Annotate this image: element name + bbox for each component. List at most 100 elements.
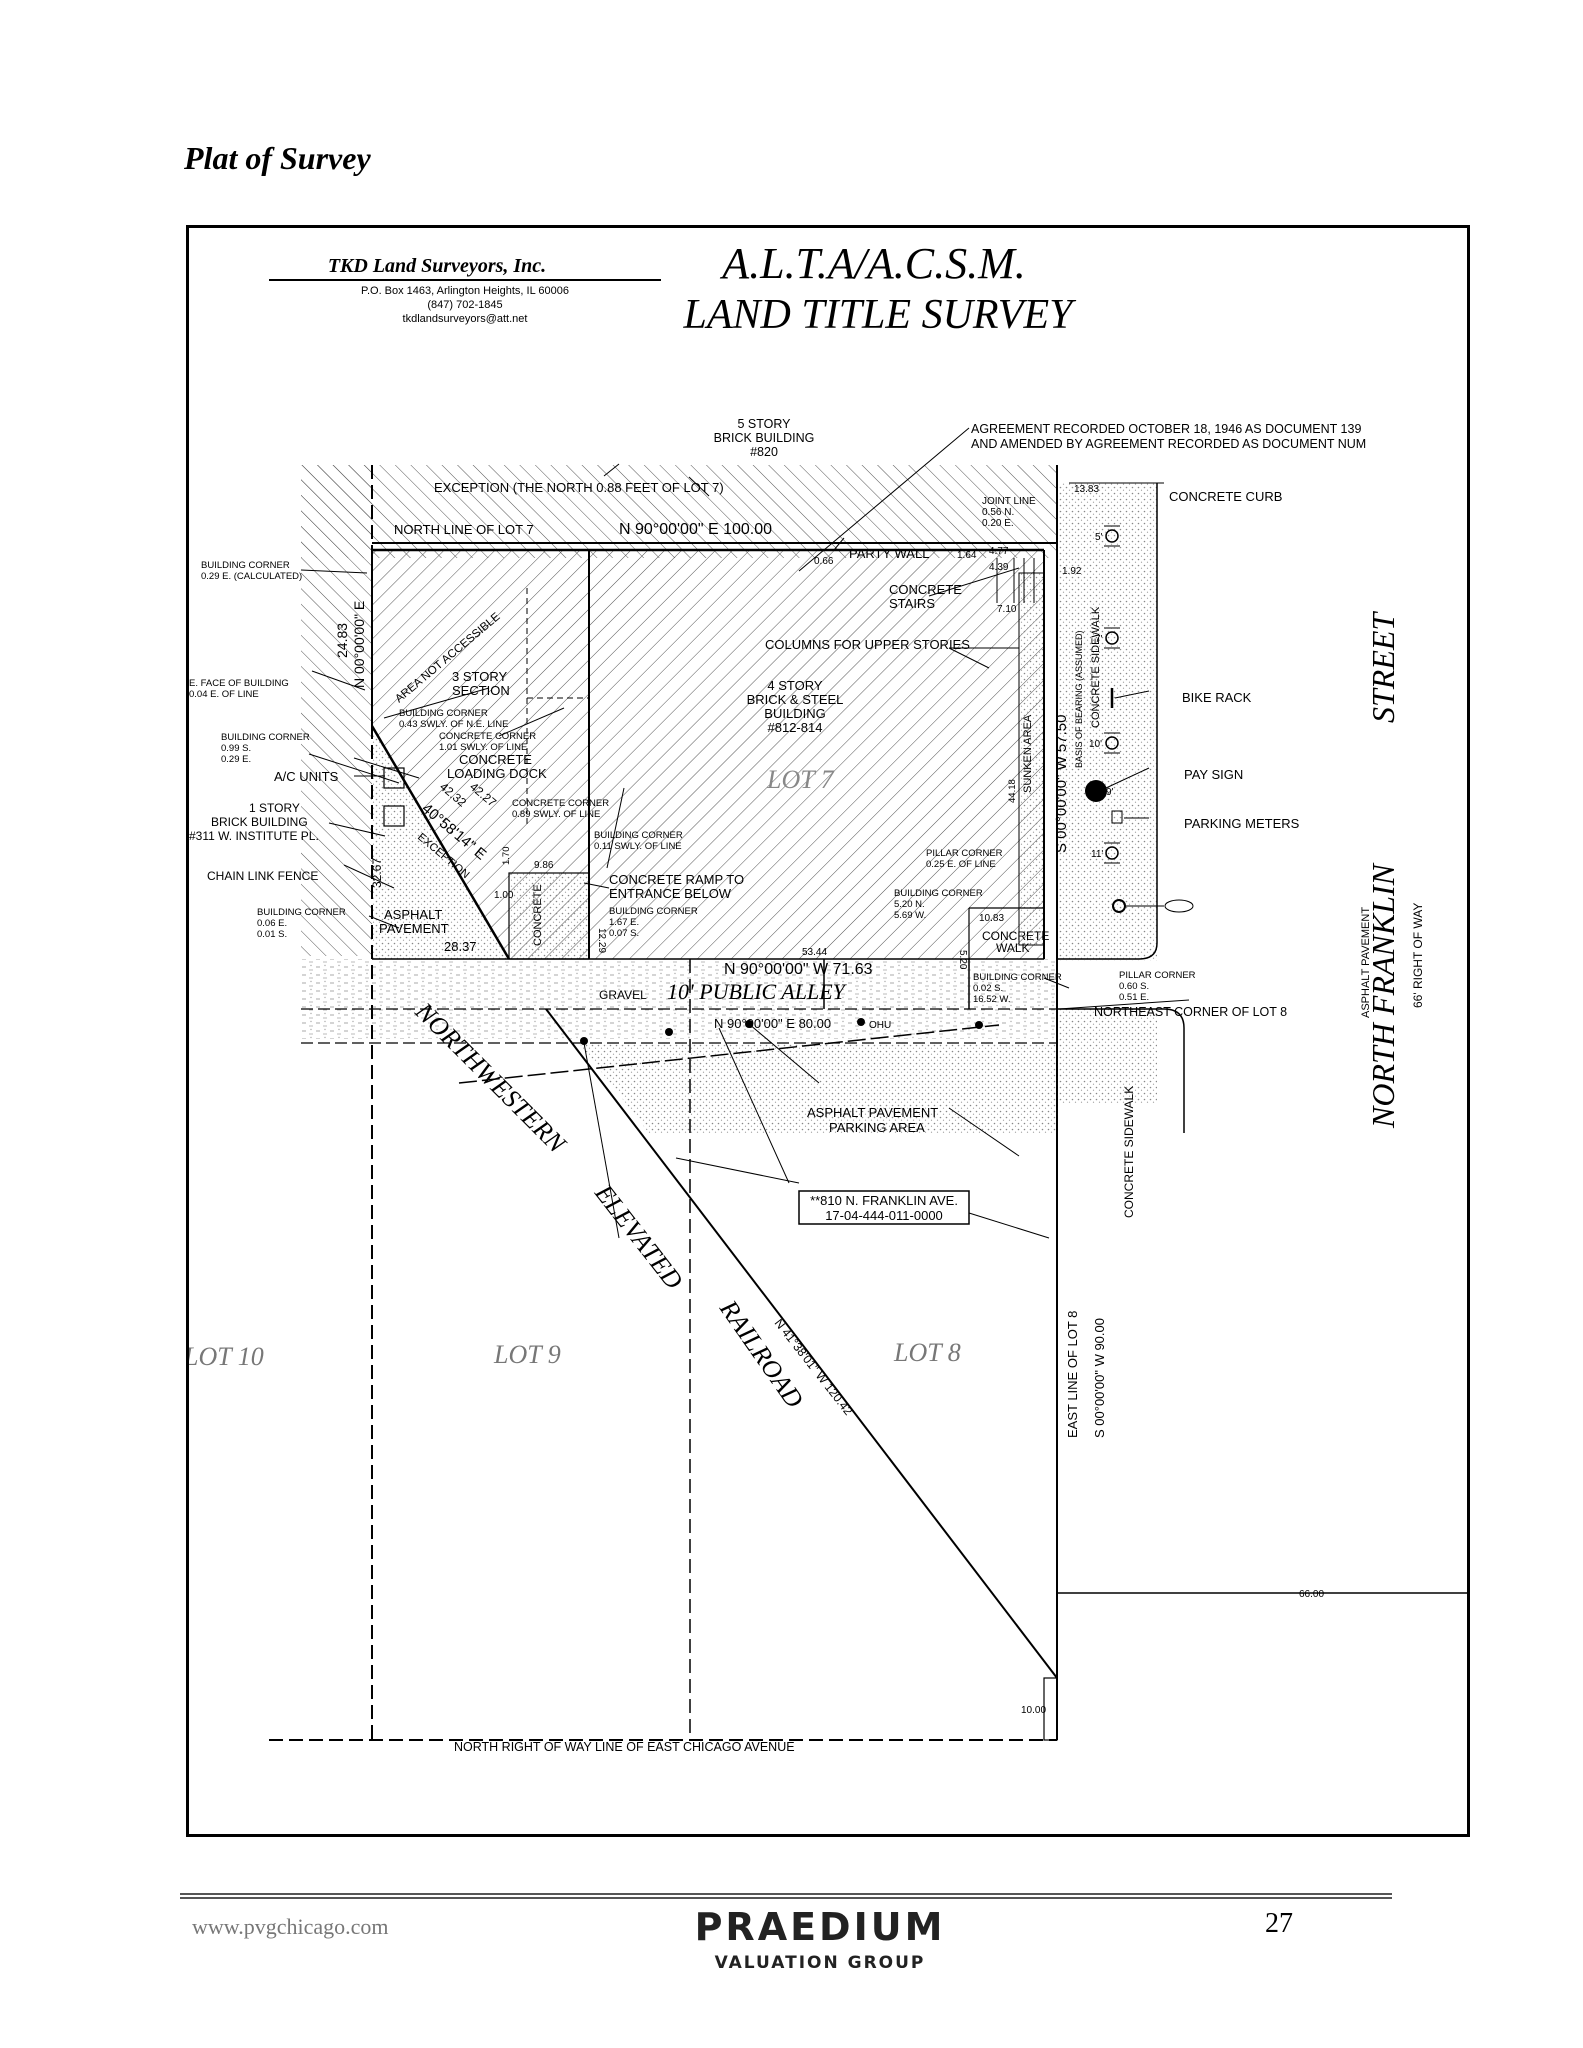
label-ac-units: A/C UNITS: [274, 769, 339, 784]
label-meter-11: 11': [1091, 849, 1103, 860]
label-bc-nw-1: BUILDING CORNER: [201, 560, 290, 571]
label-concrete-curb: CONCRETE CURB: [1169, 489, 1282, 504]
label-bc-043-2: 0.43 SWLY. OF N.E. LINE: [399, 719, 508, 730]
label-agreement-2: AND AMENDED BY AGREEMENT RECORDED AS DOC…: [971, 437, 1366, 451]
label-joint-line-3: 0.20 E.: [982, 518, 1014, 529]
concrete-ramp: [508, 872, 590, 960]
label-pillar-025-1: PILLAR CORNER: [926, 848, 1003, 859]
label-bearing-east: S 00°00'00" W 57.50: [1053, 715, 1070, 853]
label-dim-520: 5.20: [957, 950, 968, 970]
label-bearing-lot8: S 00°00'00" W 90.00: [1092, 1318, 1107, 1438]
label-one-story-3: #311 W. INSTITUTE PL.: [189, 829, 319, 843]
label-bc-520-3: 5.69 W.: [894, 910, 926, 921]
lot-lines: [269, 465, 1467, 1741]
label-bearing-alley: N 90°00'00" E 80.00: [714, 1016, 831, 1031]
label-bc-006-1: BUILDING CORNER: [257, 907, 346, 918]
survey-drawing-frame: TKD Land Surveyors, Inc. P.O. Box 1463, …: [186, 225, 1470, 1837]
label-four-story-4: #812-814: [768, 720, 823, 735]
label-bc-099-3: 0.29 E.: [221, 754, 251, 765]
label-meter-5: 5': [1095, 532, 1103, 543]
label-e-face-2: 0.04 E. OF LINE: [189, 689, 259, 700]
four-story-hatch: [589, 550, 1044, 959]
label-bc-002-1: BUILDING CORNER: [973, 972, 1062, 983]
label-bc-011-2: 0.11 SWLY. OF LINE: [594, 841, 682, 852]
label-bc-nw-2: 0.29 E. (CALCULATED): [201, 571, 302, 582]
footer-rule-top: [180, 1893, 1392, 1895]
label-row-66: 66' RIGHT OF WAY: [1411, 903, 1425, 1008]
label-three-story-2: SECTION: [452, 683, 510, 698]
label-bc-167-3: 0.07 S.: [609, 928, 639, 939]
label-agreement-1: AGREEMENT RECORDED OCTOBER 18, 1946 AS D…: [971, 422, 1361, 436]
label-three-story-1: 3 STORY: [452, 669, 507, 684]
west-building-hatch: [301, 465, 372, 956]
label-ramp-1: CONCRETE RAMP TO: [609, 872, 744, 887]
label-east-line-lot8: EAST LINE OF LOT 8: [1065, 1311, 1080, 1438]
label-address-2: 17-04-444-011-0000: [825, 1208, 943, 1223]
label-bc-520-1: BUILDING CORNER: [894, 888, 983, 899]
label-dim-6600: 66.00: [1299, 1589, 1324, 1600]
label-parking-meters: PARKING METERS: [1184, 816, 1300, 831]
label-lot9: LOT 9: [493, 1340, 561, 1369]
praedium-logo: PRAEDIUM VALUATION GROUP: [690, 1905, 950, 1973]
label-columns-upper: COLUMNS FOR UPPER STORIES: [765, 637, 970, 652]
company-phone: (847) 702-1845: [427, 299, 502, 311]
leader-lines: [300, 427, 1190, 1239]
label-one-story-1: 1 STORY: [249, 801, 300, 815]
alley-gravel: [301, 959, 1057, 1039]
street-furniture: [383, 525, 1194, 913]
label-dim-3267: 32.67: [370, 858, 384, 888]
label-parking-2: PARKING AREA: [829, 1120, 925, 1135]
label-asphalt-1: ASPHALT: [384, 907, 442, 922]
label-party-wall: PARTY WALL: [849, 546, 929, 561]
label-concrete-walk-2: WALK: [996, 941, 1030, 955]
company-email: tkdlandsurveyors@att.net: [403, 313, 528, 325]
label-bc-099-1: BUILDING CORNER: [221, 732, 310, 743]
label-bc-520-2: 5.20 N.: [894, 899, 925, 910]
company-address: P.O. Box 1463, Arlington Heights, IL 600…: [361, 285, 569, 297]
label-pillar-025-2: 0.25 E. OF LINE: [926, 859, 996, 870]
label-one-story-2: BRICK BUILDING: [211, 815, 308, 829]
lower-sidewalk-stipple: [1057, 1008, 1157, 1103]
survey-title-line1: A.L.T.A/A.C.S.M.: [719, 239, 1026, 288]
label-lot10: LOT 10: [189, 1342, 264, 1371]
ohu-label: OHU: [869, 1020, 891, 1031]
label-dim-2483: 24.83: [334, 623, 350, 658]
label-loading-dock-1: CONCRETE: [459, 752, 532, 767]
label-joint-line-2: 0.56 N.: [982, 507, 1014, 518]
label-gravel: GRAVEL: [599, 988, 647, 1002]
label-dim-100: 1.00: [494, 890, 514, 901]
label-dim-170: 1.70: [501, 847, 512, 866]
label-concrete-stairs-1: CONCRETE: [889, 582, 962, 597]
label-address-1: **810 N. FRANKLIN AVE.: [810, 1193, 958, 1208]
label-sunken-area: SUNKEN AREA: [1022, 714, 1034, 793]
label-bearing-top: N 90°00'00" E 100.00: [619, 521, 772, 538]
label-lot8: LOT 8: [893, 1338, 961, 1367]
parking-stipple: [579, 1043, 1057, 1133]
label-street: STREET: [1365, 611, 1401, 723]
company-name: TKD Land Surveyors, Inc.: [328, 255, 546, 277]
logo-sub: VALUATION GROUP: [714, 1953, 926, 1973]
label-cc-101-1: CONCRETE CORNER: [439, 731, 536, 742]
label-bc-099-2: 0.99 S.: [221, 743, 251, 754]
page-number: 27: [1265, 1908, 1293, 1939]
label-dim-1383: 13.83: [1074, 484, 1099, 495]
label-bc-043-1: BUILDING CORNER: [399, 708, 488, 719]
label-joint-line-1: JOINT LINE: [982, 496, 1036, 507]
label-concrete-walk-1: CONCRETE: [982, 929, 1049, 943]
label-meter-10: 10': [1089, 739, 1102, 750]
label-ne-corner-lot8: NORTHEAST CORNER OF LOT 8: [1094, 1005, 1287, 1019]
three-story-hatch: [372, 550, 589, 726]
label-five-story-3: #820: [750, 445, 778, 459]
label-concrete-sidewalk: CONCRETE SIDEWALK: [1090, 606, 1102, 728]
label-five-story-2: BRICK BUILDING: [714, 431, 815, 445]
label-dim-986: 9.86: [534, 860, 554, 871]
label-concrete-vert: CONCRETE: [532, 884, 544, 946]
label-pay-sign: PAY SIGN: [1184, 767, 1243, 782]
label-bearing-bottom: N 90°00'00" W 71.63: [724, 961, 873, 978]
label-four-story-2: BRICK & STEEL: [747, 692, 844, 707]
label-cc-089-1: CONCRETE CORNER: [512, 798, 609, 809]
surveyor-title-block: TKD Land Surveyors, Inc. P.O. Box 1463, …: [269, 255, 661, 325]
label-bc-006-2: 0.06 E.: [257, 918, 287, 929]
label-north-line-lot7: NORTH LINE OF LOT 7: [394, 522, 534, 537]
label-bc-011-1: BUILDING CORNER: [594, 830, 683, 841]
